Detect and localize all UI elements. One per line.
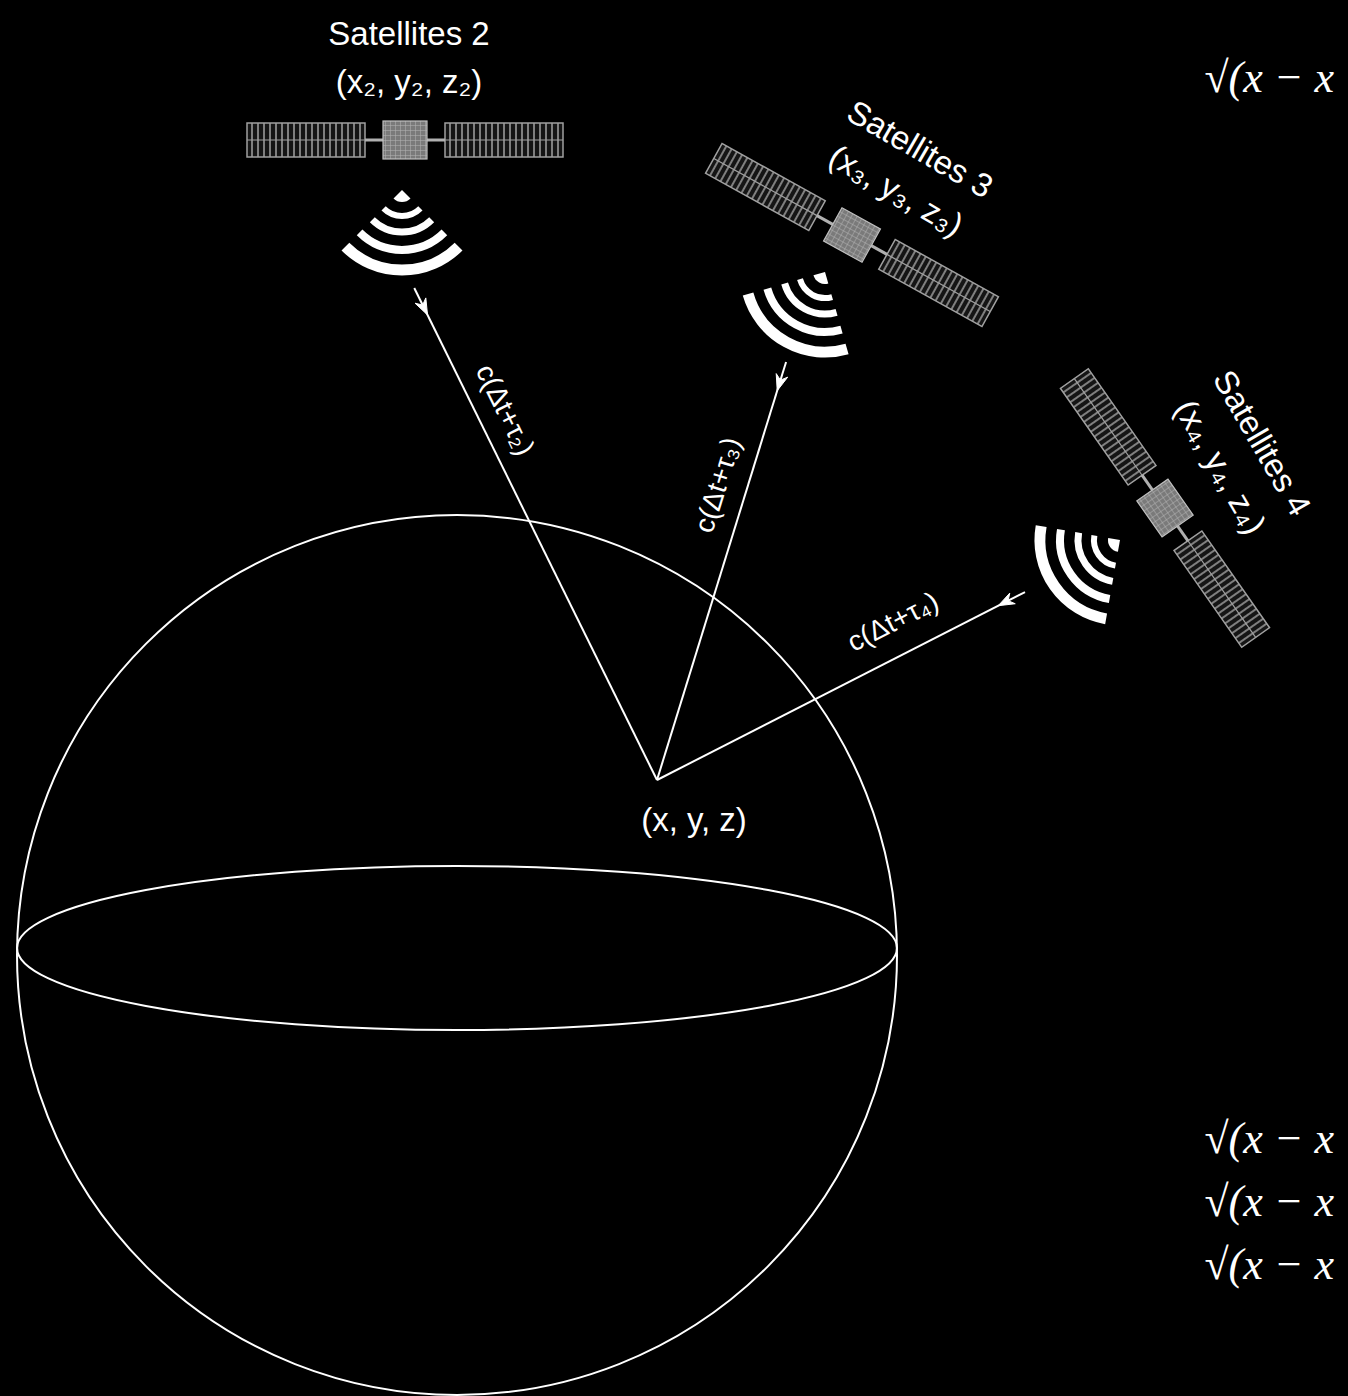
signal-icon xyxy=(1022,494,1153,633)
arrow-head xyxy=(776,374,787,391)
satellite-node: Satellites 2(x₂, y₂, z₂) xyxy=(245,10,573,288)
satellite-icon xyxy=(247,121,563,159)
equation-fragment: √(x − x xyxy=(1204,1239,1334,1291)
equator-ellipse xyxy=(17,866,897,1030)
equation-fragment: √(x − x xyxy=(1204,1113,1334,1165)
range-label: c(Δt+τ₄) xyxy=(842,585,944,658)
satellite-node: Satellites 4(x₄, y₄, z₄) xyxy=(1025,340,1330,650)
signal-line xyxy=(414,288,657,780)
rotated-label: Satellites 3(x₃, y₃, z₃) xyxy=(814,88,1002,252)
equation-fragment: √(x − x xyxy=(1204,1176,1334,1228)
signal-icon xyxy=(737,245,875,370)
coordinate-label: (x, y, z) xyxy=(620,796,768,844)
earth-outline xyxy=(17,515,897,1395)
range-label: c(Δt+τ₂) xyxy=(469,359,541,461)
satellite-name: Satellites 2 xyxy=(245,10,573,58)
signal-line xyxy=(657,362,786,780)
receiver-node: (x, y, z) xyxy=(620,780,768,848)
rotated-label: Satellites 4(x₄, y₄, z₄) xyxy=(1159,361,1323,549)
satellite-node: Satellites 3(x₃, y₃, z₃) xyxy=(700,60,1020,362)
signal-line xyxy=(657,592,1025,780)
coordinate-label: (x₂, y₂, z₂) xyxy=(245,58,573,106)
equation-fragment: √(x − x xyxy=(1204,52,1334,104)
arrow-head xyxy=(415,298,427,315)
range-label: c(Δt+τ₃) xyxy=(688,433,748,536)
arrow-head xyxy=(998,593,1015,606)
signal-icon xyxy=(345,190,458,270)
